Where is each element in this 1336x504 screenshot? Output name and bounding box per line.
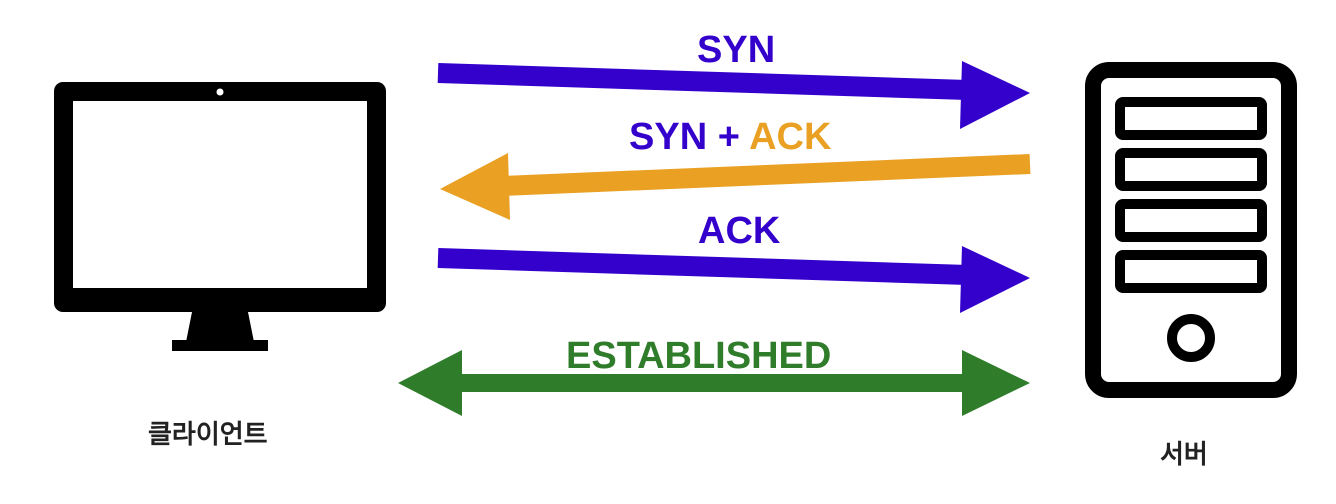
ack-arrow-shaft [437, 248, 969, 285]
syn-ack-label: SYN + ACK [629, 118, 831, 156]
server-label: 서버 [1160, 440, 1208, 470]
syn-ack-label-ack: ACK [749, 116, 832, 158]
desktop-monitor-icon [54, 82, 386, 351]
server-tower-icon [1085, 62, 1297, 398]
monitor-screen [73, 101, 367, 288]
server-case [1085, 62, 1297, 398]
server-slot-3 [1115, 199, 1267, 242]
client-label: 클라이언트 [148, 420, 268, 450]
server-power-button [1167, 314, 1215, 362]
syn-arrow-shaft [437, 63, 969, 100]
monitor-camera [216, 88, 224, 96]
established-arrow-head-right [962, 350, 1030, 416]
established-label: ESTABLISHED [566, 335, 832, 377]
syn-ack-label-syn: SYN [629, 116, 708, 158]
syn-label: SYN [697, 29, 776, 71]
ack-label: ACK [698, 210, 781, 252]
monitor-base [172, 340, 268, 351]
syn-arrow [437, 61, 1030, 129]
syn-ack-arrow-shaft [501, 154, 1031, 196]
monitor-neck [186, 312, 254, 342]
ack-arrow [437, 246, 1030, 313]
ack-arrow-head [960, 246, 1030, 313]
syn-ack-label-plus: + [717, 116, 740, 158]
syn-ack-arrow-head [440, 153, 510, 220]
established-arrow-head-left [398, 350, 462, 416]
syn-ack-arrow [440, 153, 1031, 220]
syn-arrow-head [960, 61, 1030, 129]
established-arrow [398, 350, 1030, 416]
server-slot-1 [1115, 97, 1267, 140]
server-slot-2 [1115, 148, 1267, 191]
server-slot-4 [1115, 250, 1267, 293]
